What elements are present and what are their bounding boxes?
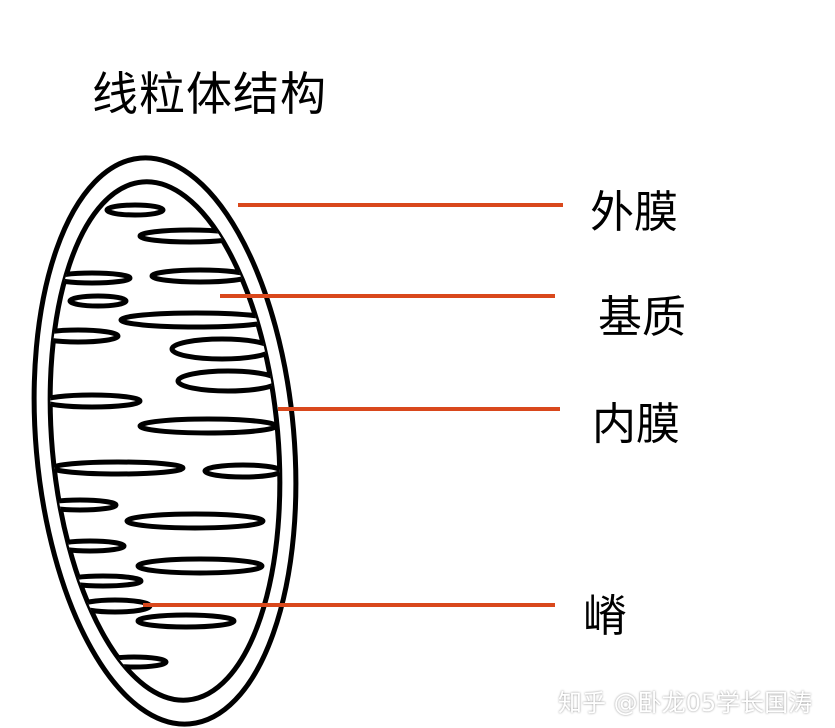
label-outer-membrane: 外膜	[590, 176, 678, 240]
crista	[140, 419, 276, 433]
crista	[205, 465, 281, 477]
crista	[138, 559, 262, 573]
crista	[172, 339, 272, 359]
crista	[44, 395, 140, 407]
crista	[178, 371, 278, 391]
crista	[138, 615, 234, 627]
watermark: 知乎 @卧龙05学长国涛	[558, 683, 812, 718]
label-cristae: 嵴	[583, 580, 627, 644]
crista	[70, 296, 126, 306]
label-matrix: 基质	[598, 281, 686, 345]
crista	[53, 462, 183, 474]
crista	[152, 270, 248, 282]
crista	[107, 205, 163, 215]
crista	[121, 313, 271, 327]
label-inner-membrane: 内膜	[592, 388, 680, 452]
crista	[127, 514, 263, 528]
